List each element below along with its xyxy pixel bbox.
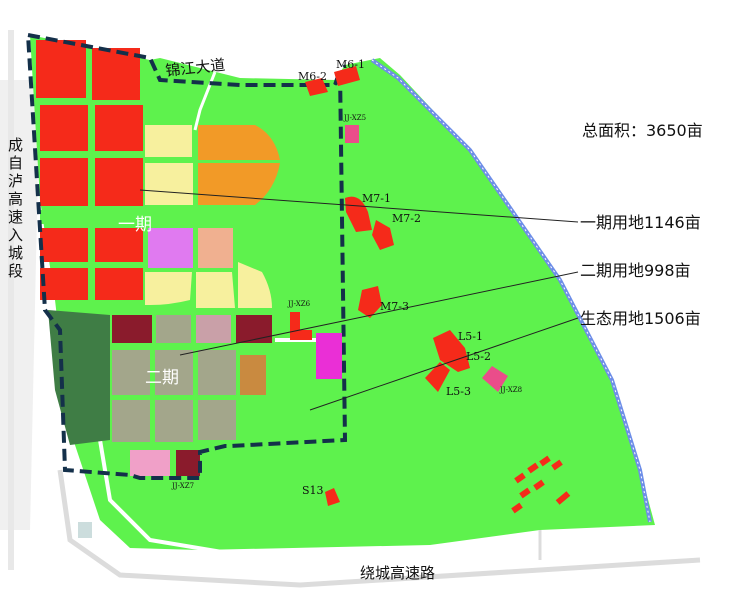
phase1-residential	[145, 125, 280, 308]
plot-yellow	[196, 272, 235, 308]
plot-cluster-block	[527, 462, 539, 474]
plot-cluster-block	[551, 459, 563, 471]
leader-phase1	[139, 189, 579, 223]
plot-maroon	[236, 315, 272, 343]
plot-red	[92, 48, 140, 100]
code-l5-1: L5-1	[458, 330, 483, 343]
code-l5-2: L5-2	[466, 350, 491, 363]
plot-jj-xz5	[345, 125, 359, 143]
plot-gray	[155, 400, 193, 442]
plot-l5-3	[425, 362, 450, 392]
plot-jj-xz6	[290, 312, 312, 340]
plot-yellow	[145, 163, 193, 205]
plot-m7-3	[358, 286, 382, 318]
west-road-strip	[8, 30, 14, 570]
summary-phase2: 二期用地998亩	[580, 261, 691, 280]
plot-orange	[198, 163, 280, 205]
phase2-area	[48, 310, 272, 476]
summary-total: 总面积：3650亩	[582, 121, 703, 140]
plot-red	[95, 268, 143, 300]
plot-red	[36, 40, 86, 98]
plot-rose	[196, 315, 231, 343]
summary-eco: 生态用地1506亩	[580, 309, 701, 328]
road-west-char: 城	[8, 244, 23, 262]
code-s13: S13	[302, 484, 324, 497]
leader-eco	[309, 317, 579, 411]
plot-gray	[198, 400, 236, 440]
road-label-west: 成 自 泸 高 速 入 城 段	[8, 136, 23, 280]
plot-yellow	[238, 262, 272, 308]
road-west-char: 速	[8, 208, 23, 226]
phase-boundary	[25, 32, 348, 480]
plot-maroon	[176, 450, 200, 476]
plot-s13	[325, 488, 340, 506]
road-west-char: 高	[8, 190, 23, 208]
plot-cluster-block	[555, 491, 571, 505]
plot-maroon	[112, 315, 152, 343]
plot-m7-2	[372, 220, 394, 250]
road-west-char: 段	[8, 262, 23, 280]
plot-gray	[156, 315, 191, 343]
summary-phase1: 一期用地1146亩	[580, 213, 701, 232]
plot-cluster-block	[539, 455, 551, 467]
river-centerline	[371, 59, 651, 523]
plot-gray	[112, 350, 150, 395]
road-west-char: 自	[8, 154, 23, 172]
plot-red	[40, 105, 88, 151]
code-jj-xz7: JJ-XZ7	[171, 482, 194, 490]
code-m7-3: M7-3	[380, 300, 409, 313]
plot-jj-xz8	[482, 366, 508, 392]
code-m6-1: M6-1	[336, 58, 365, 71]
plot-m6-1	[334, 66, 360, 86]
ring-expressway	[57, 469, 701, 588]
code-jj-xz8: JJ-XZ8	[499, 386, 522, 394]
plot-gray	[198, 350, 236, 395]
plot-red	[40, 228, 88, 262]
plot-orange	[198, 125, 280, 160]
road-west-char: 入	[8, 226, 23, 244]
plot-yellow	[145, 272, 192, 305]
plot-gray	[112, 400, 150, 442]
phase1-label: 一期	[118, 215, 152, 235]
plot-cluster-block	[533, 479, 545, 491]
green-strip	[40, 210, 143, 224]
plot-gray	[155, 350, 193, 395]
plot-red	[40, 158, 88, 206]
code-m6-2: M6-2	[298, 70, 327, 83]
plot-red	[95, 105, 143, 151]
plot-pink-light	[130, 450, 170, 476]
plot-m6-2	[305, 78, 328, 96]
plot-salmon	[198, 228, 233, 268]
code-m7-1: M7-1	[362, 192, 391, 205]
plot-pink	[316, 333, 342, 379]
phase2-label: 二期	[145, 368, 179, 388]
plot-lavender	[148, 228, 193, 268]
plot-cluster	[511, 455, 571, 514]
plot-red	[95, 228, 143, 262]
plot-cluster-block	[514, 472, 526, 484]
phase2-dark-green	[48, 310, 110, 445]
code-jj-xz5: JJ-XZ5	[343, 114, 366, 122]
phase1-commercial	[36, 40, 143, 300]
plot-cluster-block	[511, 502, 523, 514]
plot-cluster-block	[519, 487, 531, 499]
green-strip	[195, 212, 233, 224]
code-jj-xz6: JJ-XZ6	[287, 300, 311, 308]
plot-red	[40, 268, 88, 300]
code-m7-2: M7-2	[392, 212, 421, 225]
plot-l5-1	[433, 330, 470, 372]
road-west-char: 泸	[8, 172, 23, 190]
plot-yellow	[145, 125, 192, 157]
plot-red	[95, 158, 143, 206]
road-west-char: 成	[8, 136, 23, 154]
code-l5-3: L5-3	[446, 385, 471, 398]
road-label-south: 绕城高速路	[360, 564, 435, 582]
leader-phase2	[179, 271, 579, 356]
pond	[78, 522, 92, 538]
plot-brown	[240, 355, 266, 395]
